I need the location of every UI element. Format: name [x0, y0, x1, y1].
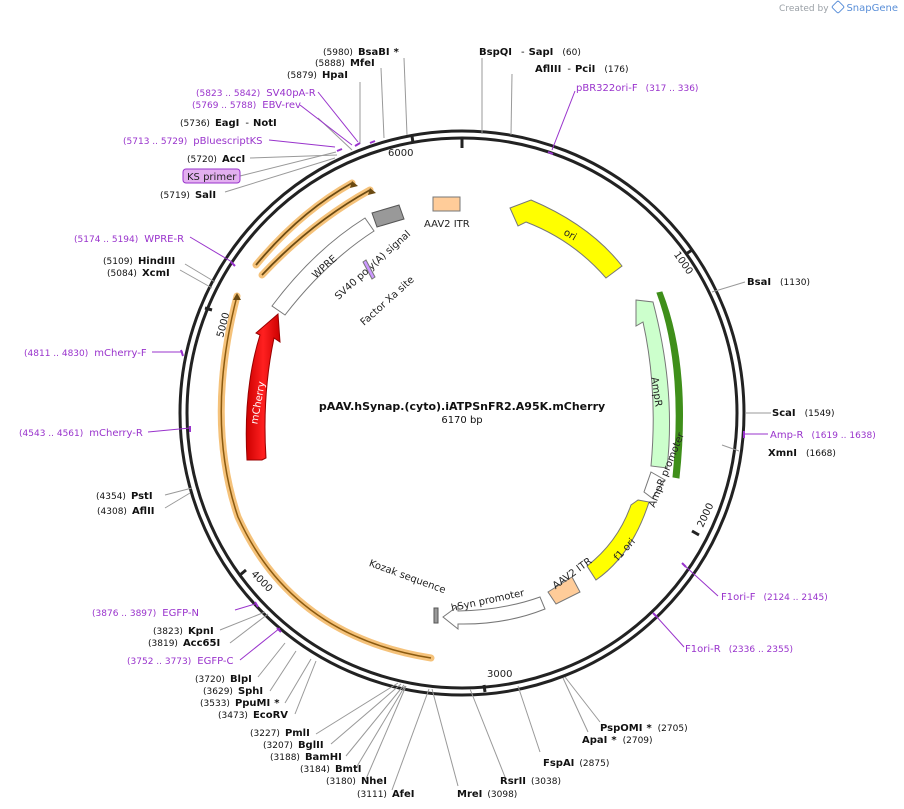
site-xcmi: (5084)XcmI [107, 268, 170, 279]
primer-egfp-c: (3752 .. 3773)EGFP-C [127, 656, 234, 667]
site-afei: (3111)AfeI [357, 789, 415, 800]
site-bglii: (3207)BglII [263, 740, 324, 751]
site-apai: ApaI*(2709) [582, 735, 653, 746]
primer-leaders [147, 90, 768, 661]
site-bsabi: (5980)BsaBI* [323, 47, 400, 58]
site-hindiii: (5109)HindIII [103, 256, 175, 267]
tick-marks [204, 135, 700, 693]
ampr-promoter-backbone [656, 291, 684, 479]
site-afliii-pcii: AflIII-PciI(176) [535, 64, 629, 75]
primer-amp-r: Amp-R(1619 .. 1638) [770, 430, 876, 441]
leader-lines [164, 57, 771, 791]
primer-f1ori-r: F1ori-R(2336 .. 2355) [685, 644, 793, 655]
site-kpni: (3823)KpnI [153, 626, 214, 637]
site-scai: ScaI(1549) [772, 408, 835, 419]
aav2-itr-left-label: AAV2 ITR [424, 219, 470, 230]
primer-mcherry-r: (4543 .. 4561)mCherry-R [19, 428, 143, 439]
sv40-polya-feature [371, 204, 405, 228]
site-bamhi: (3188)BamHI [270, 752, 342, 763]
site-mfei: (5888)MfeI [315, 58, 375, 69]
primer-ebv-rev: (5769 .. 5788)EBV-rev [192, 100, 301, 111]
site-acci: (5720)AccI [187, 154, 245, 165]
kozak-label: Kozak sequence [367, 558, 447, 596]
aav2-itr-right-feature [547, 576, 581, 605]
site-hpai: (5879)HpaI [287, 70, 348, 81]
site-nhei: (3180)NheI [326, 776, 387, 787]
site-bsai: BsaI(1130) [747, 277, 810, 288]
site-mrei: MreI(3098) [457, 789, 517, 800]
site-sphi: (3629)SphI [203, 686, 263, 697]
factor-xa-feature [362, 259, 376, 280]
site-bmti: (3184)BmtI [300, 764, 361, 775]
site-rsrii: RsrII(3038) [500, 776, 561, 787]
site-fspai: FspAI(2875) [543, 758, 609, 769]
credit-text: Created by [779, 4, 829, 14]
primer-f1ori-f: F1ori-F(2124 .. 2145) [721, 592, 828, 603]
snapgene-credit: Created by SnapGene [779, 0, 898, 15]
tick-label-6000: 6000 [388, 148, 413, 159]
kozak-feature [433, 607, 439, 624]
ampr-label: AmpR [648, 376, 663, 407]
site-aflii: (4308)AflII [97, 506, 155, 517]
site-acc65i: (3819)Acc65I [148, 638, 220, 649]
ampr-feature [635, 299, 671, 469]
site-sali: (5719)SalI [160, 190, 216, 201]
tick-label-3000: 3000 [487, 669, 512, 680]
ori-feature [509, 199, 623, 279]
site-xmni: XmnI(1668) [768, 448, 836, 459]
primer-mcherry-f: (4811 .. 4830)mCherry-F [24, 348, 147, 359]
primer-pbluescriptks: (5713 .. 5729)pBluescriptKS [123, 136, 263, 147]
factor-xa-label: Factor Xa site [359, 275, 417, 329]
f1-ori-feature [586, 499, 650, 581]
site-ecorv: (3473)EcoRV [218, 710, 288, 721]
wpre-feature [271, 217, 375, 316]
plasmid-name: pAAV.hSynap.(cyto).iATPSnFR2.A95K.mCherr… [319, 400, 605, 413]
site-eagi-noti: (5736)EagI-NotI [180, 118, 277, 129]
primer-sv40pa-r: (5823 .. 5842)SV40pA-R [196, 88, 316, 99]
highlight-arcs [217, 179, 435, 662]
features: ori AmpR AmpR promoter f1 ori AAV2 ITR h… [245, 196, 687, 631]
site-bspqi-sapi: BspQI-SapI(60) [479, 47, 581, 58]
site-psti: (4354)PstI [96, 491, 153, 502]
site-ppumi: (3533)PpuMI* [200, 698, 280, 709]
primer-egfp-n: (3876 .. 3897)EGFP-N [92, 608, 199, 619]
hsyn-promoter-feature [442, 596, 546, 631]
site-blpi: (3720)BlpI [195, 674, 252, 685]
ampr-promoter-feature [643, 471, 666, 499]
site-pmli: (3227)PmlI [250, 728, 310, 739]
primer-pbr322ori-f: pBR322ori-F(317 .. 336) [576, 83, 698, 94]
ks-primer-badge[interactable]: KS primer [182, 151, 337, 184]
plasmid-size: 6170 bp [441, 415, 482, 426]
aav2-itr-left-feature [432, 196, 461, 212]
snapgene-brand: SnapGene [846, 3, 898, 14]
primer-ticks [180, 140, 745, 633]
ks-primer-label: KS primer [187, 172, 237, 183]
mcherry-feature [245, 312, 281, 461]
site-pspomi: PspOMI*(2705) [600, 723, 688, 734]
primer-wpre-r: (5174 .. 5194)WPRE-R [74, 234, 184, 245]
